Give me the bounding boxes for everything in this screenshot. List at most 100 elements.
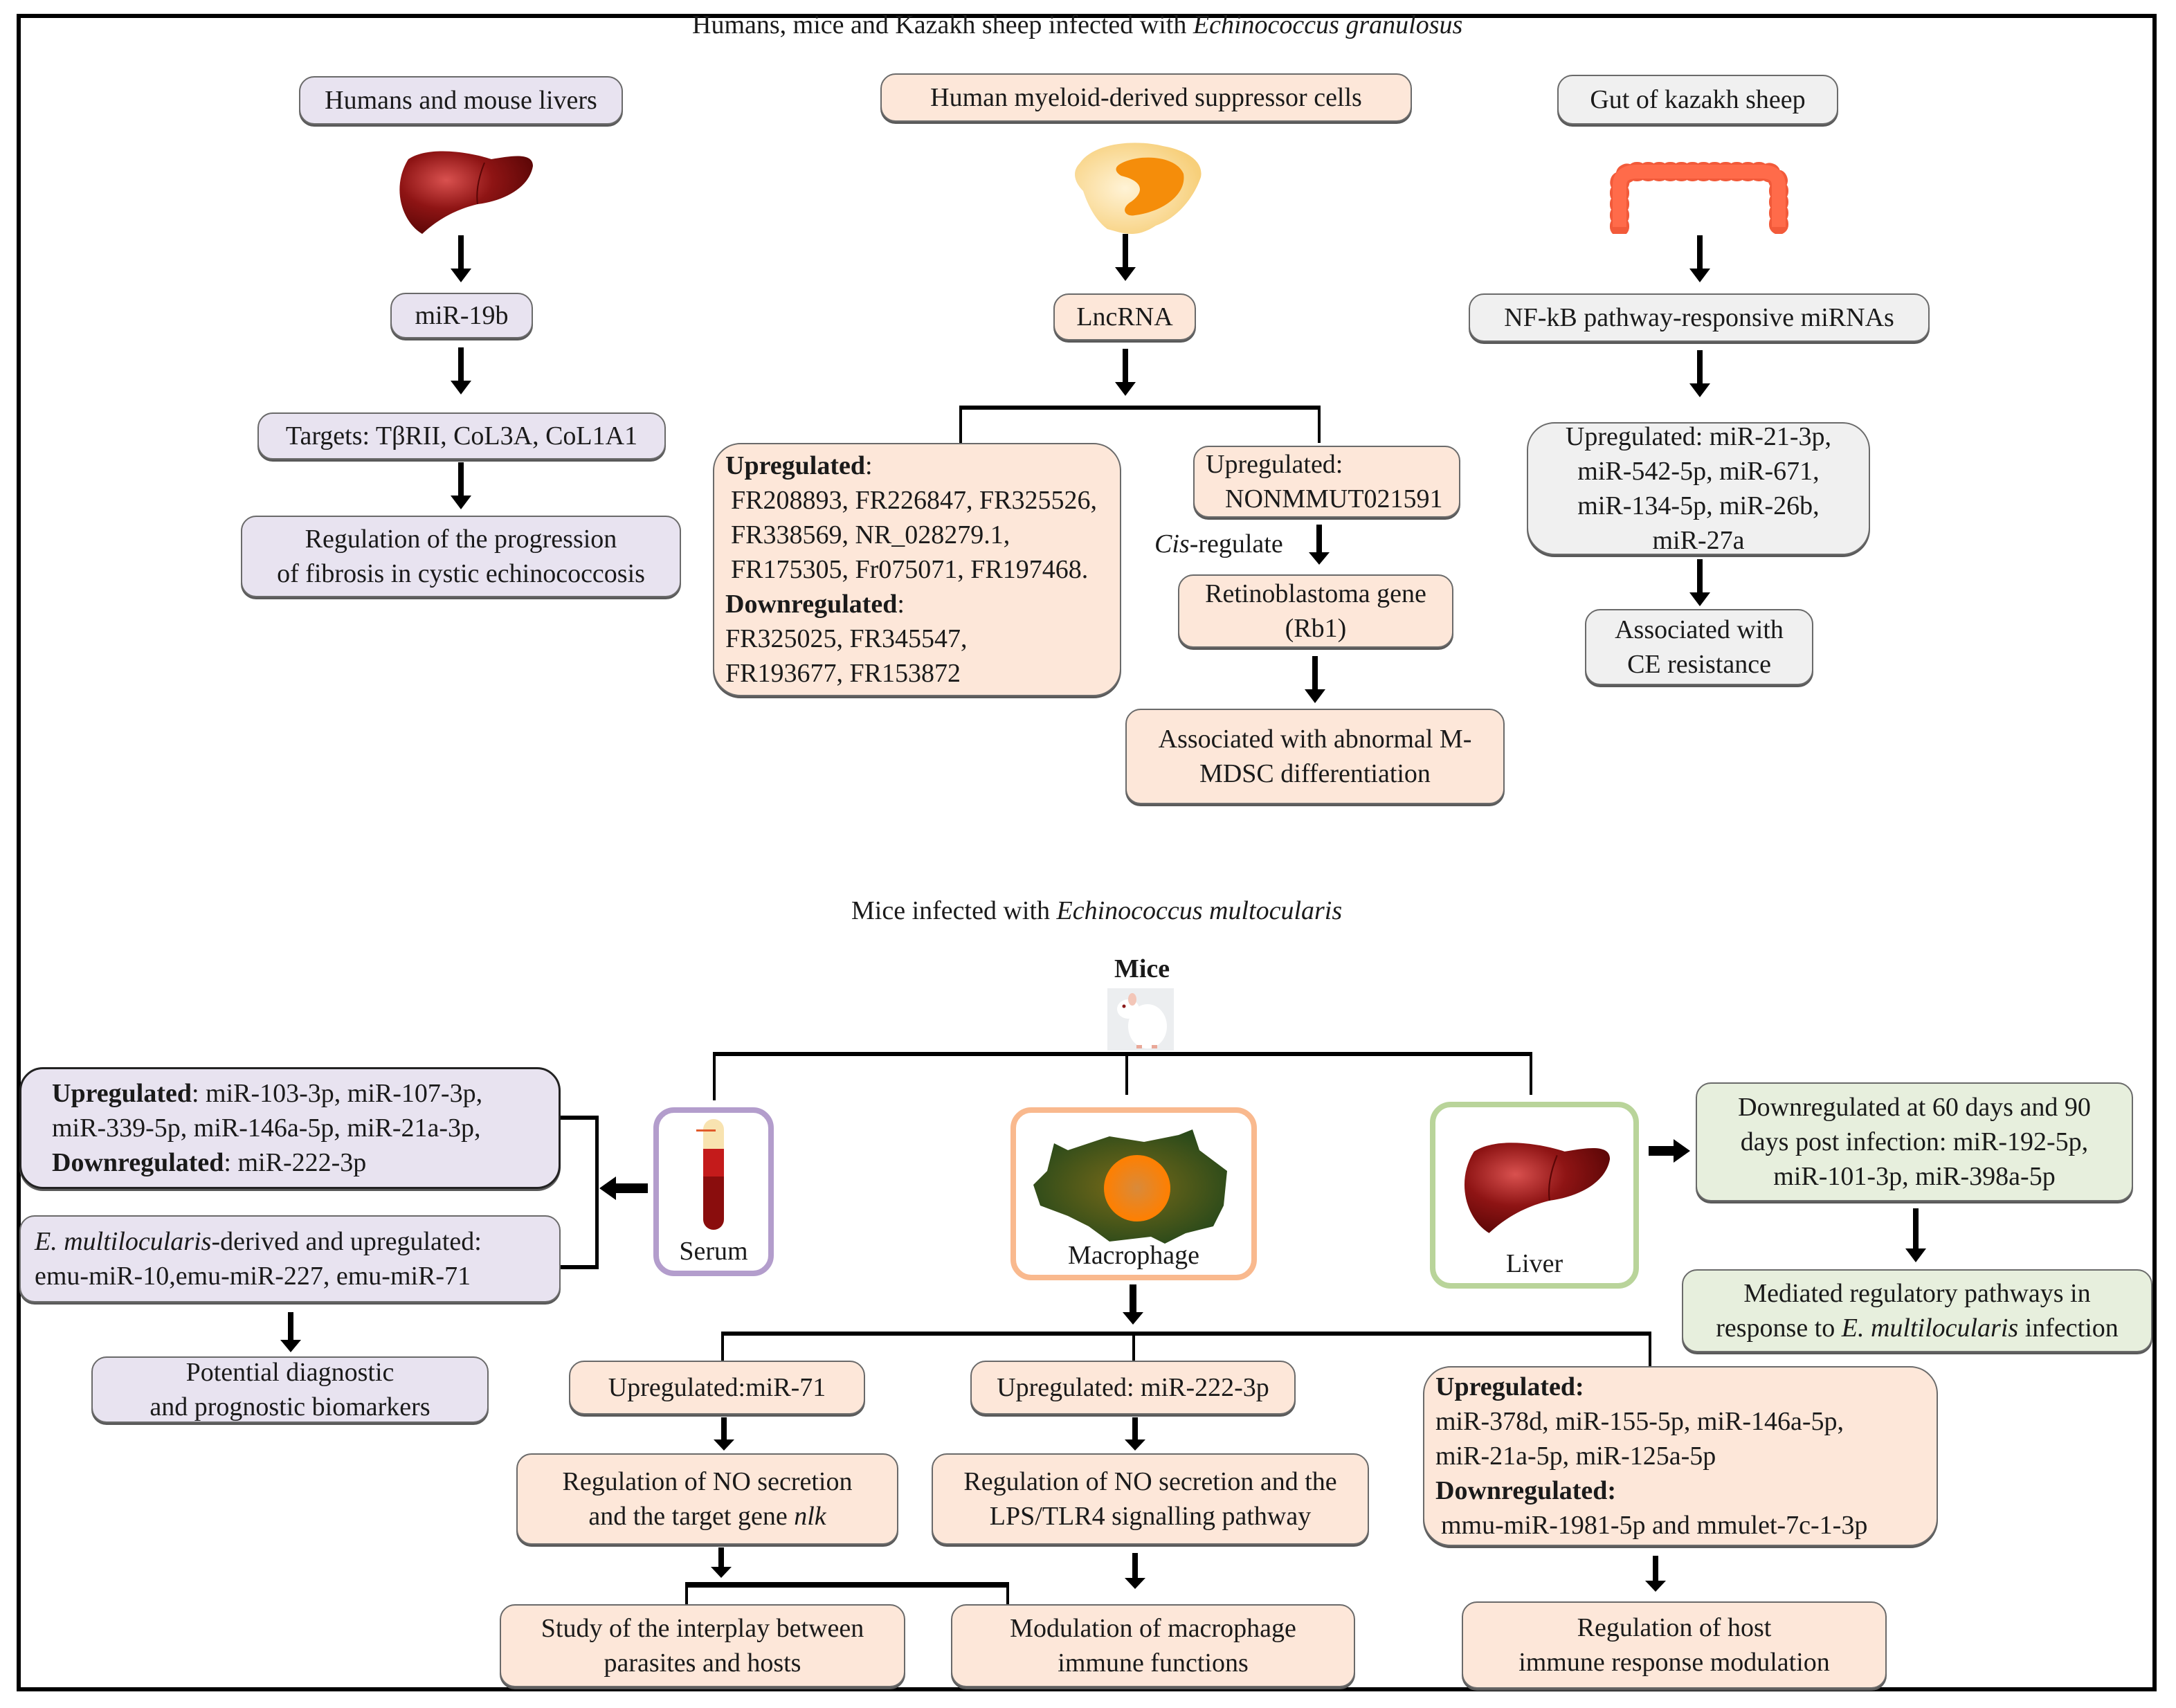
liver-icon [399,151,533,234]
up-line: Upregulated: miR-103-3p, miR-107-3p, [52,1076,482,1111]
parasite-line: E. multilocularis-derived and upregulate… [35,1224,482,1259]
up-line: miR-339-5p, miR-146a-5p, miR-21a-3p, [52,1114,481,1143]
outcome-line: response to E. multilocularis infection [1716,1311,2119,1345]
outcome-line: CE resistance [1627,650,1771,679]
up-header: Upregulated: [1435,1372,1584,1401]
down-text: : miR-222-3p [224,1148,367,1177]
down-label: Downregulated [52,1148,224,1177]
cis-rest: -regulate [1189,529,1283,558]
figure-frame [17,14,2157,1691]
up-label: Upregulated [725,451,865,480]
liver-icon [1464,1143,1611,1233]
up-text: : miR-103-3p, miR-107-3p, [191,1079,483,1108]
arrow-shaft [1130,1284,1136,1315]
outcome-line: immune functions [1058,1648,1249,1678]
branch-connector [1125,1052,1128,1095]
top-section-title: Humans, mice and Kazakh sheep infected w… [692,10,1462,40]
mice-label: Mice [1114,954,1170,983]
outcome-line: parasites and hosts [604,1648,801,1678]
down-line: FR325025, FR345547, [725,624,968,653]
branch-connector [713,1052,716,1100]
nfkb-mirnas-box: NF-kB pathway-responsive miRNAs [1469,293,1930,342]
effect-line: Regulation of NO secretion and the [963,1467,1337,1496]
up-line: FR338569, NR_028279.1, [731,520,1010,549]
outcome-bracket [685,1582,1009,1588]
outcome-line: Potential diagnostic [185,1358,395,1387]
no-secretion-nlk-box: Regulation of NO secretion and the targe… [516,1453,898,1545]
outcome-bracket [685,1582,688,1606]
bracket [595,1116,599,1269]
blood-tube-icon [696,1119,724,1230]
mir-222-box: Upregulated: miR-222-3p [970,1361,1296,1415]
up-line: miR-27a [1652,526,1745,555]
nonmmut-box: Upregulated: NONMMUT021591 [1193,446,1460,518]
title-text: Humans, mice and Kazakh sheep infected w… [692,10,1193,39]
lncrna-regulated-box: Upregulated: FR208893, FR226847, FR32552… [713,443,1121,696]
down-header: Downregulated: [1435,1476,1617,1505]
ce-resistance-box: Associated with CE resistance [1585,609,1813,685]
parasite-mirna-box: E. multilocularis-derived and upregulate… [19,1215,561,1302]
mirna-text: Upregulated: miR-222-3p [997,1373,1269,1402]
macrophage-functions-outcome-box: Modulation of macrophage immune functions [951,1604,1355,1687]
cis-italic: Cis [1154,529,1190,558]
up-line: FR175305, Fr075071, FR197468. [731,555,1089,584]
bottom-section-title: Mice infected with Echinococcus multocul… [851,896,1342,926]
up-label: Upregulated [1435,1372,1575,1401]
species-italic: E. multilocularis [1841,1314,2019,1343]
mirna-text: NF-kB pathway-responsive miRNAs [1504,303,1894,332]
outcome-text: response to [1716,1314,1842,1343]
down-line: Downregulated: miR-222-3p [52,1145,366,1180]
macrophage-icon [1033,1129,1227,1244]
outcome-line: Regulation of the progression [305,525,617,554]
cis-regulate-label: Cis-regulate [1154,529,1283,559]
down-label: Downregulated [1435,1476,1608,1505]
up-line: FR208893, FR226847, FR325526, [731,486,1097,515]
branch-connector [1649,1332,1651,1366]
outcome-line: immune response modulation [1518,1648,1830,1677]
title-species: Echinococcus granulosus [1193,10,1463,39]
header-text: Humans and mouse livers [325,86,597,115]
intestine-icon [1610,162,1788,234]
liver-line: miR-101-3p, miR-398a-5p [1773,1162,2056,1191]
outcome-line: of fibrosis in cystic echinococcosis [277,559,645,588]
myeloid-cell-icon [1075,143,1202,234]
mouse-icon [1107,988,1174,1051]
outcome-line: Study of the interplay between [541,1614,864,1643]
down-line: mmu-miR-1981-5p and mmulet-7c-1-3p [1441,1511,1868,1540]
parasite-line: emu-miR-10,emu-miR-227, emu-miR-71 [35,1262,471,1291]
interplay-outcome-box: Study of the interplay between parasites … [500,1604,905,1687]
outcome-line: Associated with [1615,615,1784,644]
macrophage-panel: Macrophage [1010,1107,1257,1280]
arrow-left [599,1176,648,1200]
up-label: Upregulated: [1206,450,1343,479]
down-line: FR193677, FR153872 [725,659,961,688]
effect-line: and the target gene nlk [588,1499,826,1534]
outcome-line: MDSC differentiation [1199,759,1431,788]
targets-text: Targets: TβRII, CoL3A, CoL1A1 [285,421,638,451]
outcome-line: Modulation of macrophage [1010,1614,1296,1643]
humans-mouse-livers-header: Humans and mouse livers [299,76,623,125]
fibrosis-outcome-box: Regulation of the progression of fibrosis… [241,516,681,597]
bracket [561,1116,598,1120]
targets-box: Targets: TβRII, CoL3A, CoL1A1 [257,412,666,460]
mir-71-box: Upregulated:miR-71 [569,1361,865,1415]
serum-label: Serum [679,1237,748,1266]
title-text: Mice infected with [851,896,1057,925]
sheep-upregulated-box: Upregulated: miR-21-3p, miR-542-5p, miR-… [1527,422,1870,555]
outcome-line: Regulation of host [1577,1613,1772,1642]
mirna-text: Upregulated:miR-71 [608,1373,826,1402]
gene-italic: nlk [794,1502,826,1531]
branch-connector [1530,1052,1532,1095]
branch-connector [1318,406,1321,443]
effect-line: LPS/TLR4 signalling pathway [989,1502,1312,1531]
no-secretion-tlr4-box: Regulation of NO secretion and the LPS/T… [932,1453,1369,1545]
bracket [561,1265,598,1269]
header-text: Gut of kazakh sheep [1590,85,1806,114]
header-text: Human myeloid-derived suppressor cells [930,83,1362,112]
species-italic: E. multilocularis [35,1227,212,1256]
outcome-text: infection [2018,1314,2119,1343]
arrow-head [1123,1312,1143,1325]
host-immune-outcome-box: Regulation of host immune response modula… [1462,1601,1887,1689]
branch-connector [721,1332,724,1362]
up-line: Upregulated: miR-21-3p, [1565,422,1832,451]
